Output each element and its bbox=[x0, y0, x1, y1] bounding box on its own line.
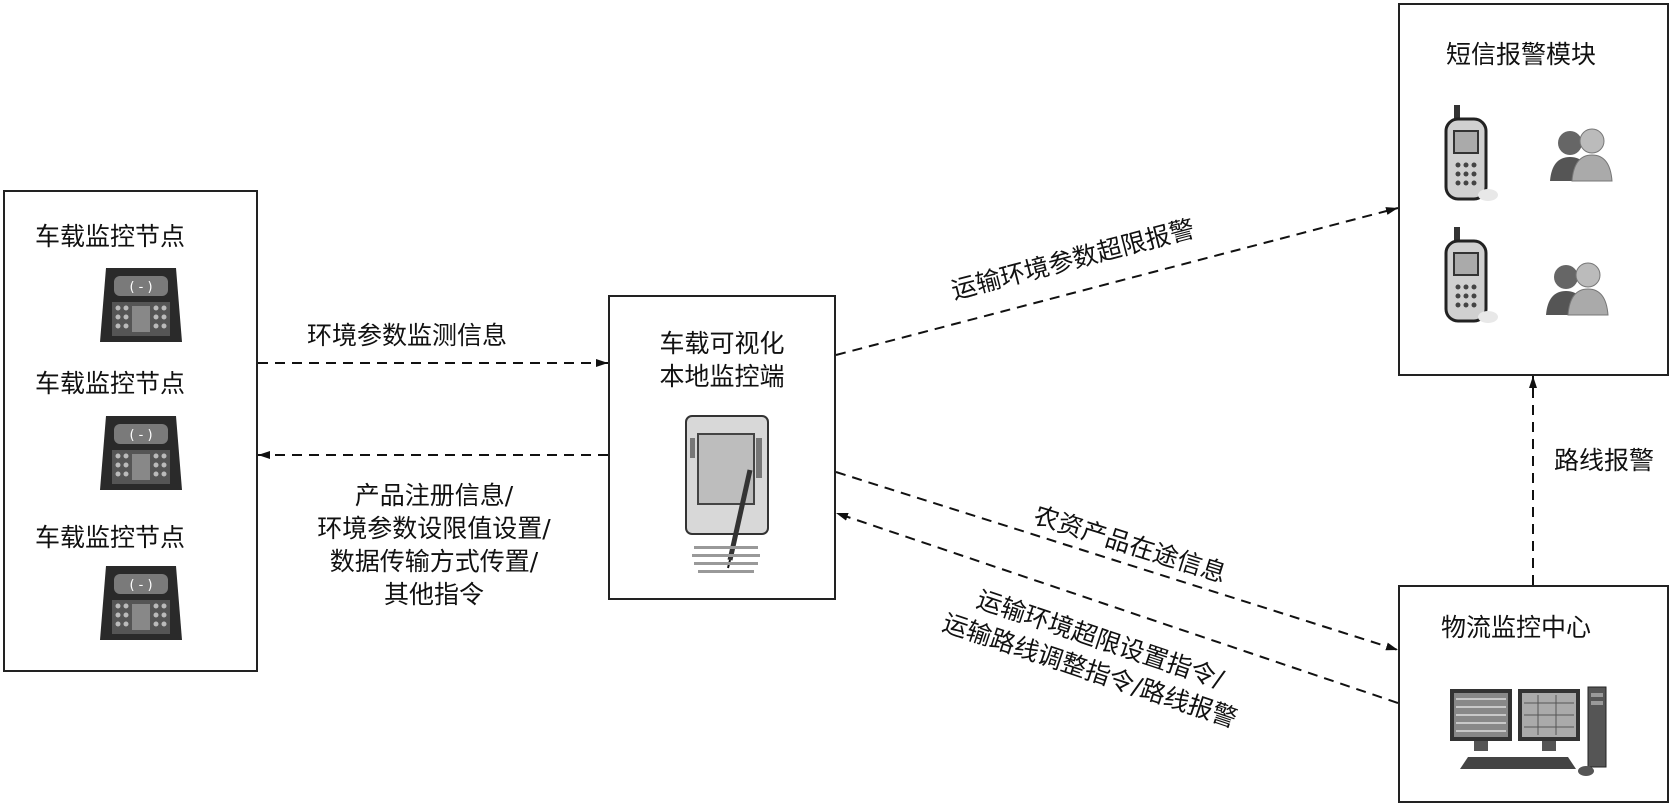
vehicle-node-label-3: 车载监控节点 bbox=[35, 523, 186, 552]
vehicle-node-label-1: 车载监控节点 bbox=[35, 222, 186, 251]
commands-label: 产品注册信息/ 环境参数设限值设置/ 数据传输方式传置/ 其他指令 bbox=[262, 479, 606, 611]
local-terminal-label-line-1: 车载可视化 bbox=[659, 329, 785, 358]
route-alarm-label: 路线报警 bbox=[1554, 446, 1655, 475]
local-terminal-label: 车载可视化 本地监控端 bbox=[610, 327, 834, 393]
arrow-center-to-terminal bbox=[835, 512, 1399, 704]
monitor-node-device-icon: ( - ) bbox=[100, 268, 182, 342]
env-monitor-info-label: 环境参数监测信息 bbox=[307, 321, 508, 350]
monitor-node-device-icon: ( - ) bbox=[100, 416, 182, 490]
people-icon bbox=[1550, 128, 1613, 182]
sms-module-box: 短信报警模块 bbox=[1398, 3, 1669, 376]
mobile-phone-icon bbox=[1444, 227, 1498, 323]
svg-text:( - ): ( - ) bbox=[129, 428, 152, 443]
mobile-phone-icon bbox=[1444, 105, 1498, 201]
commands-label-line-2: 环境参数设限值设置/ bbox=[317, 514, 551, 543]
commands-label-line-4: 其他指令 bbox=[383, 580, 484, 609]
local-terminal-label-line-2: 本地监控端 bbox=[659, 362, 785, 391]
svg-text:( - ): ( - ) bbox=[129, 280, 152, 295]
local-terminal-box: 车载可视化 本地监控端 bbox=[608, 295, 836, 600]
monitor-node-device-icon: ( - ) bbox=[100, 566, 182, 640]
svg-text:( - ): ( - ) bbox=[129, 578, 152, 593]
vehicle-node-label-2: 车载监控节点 bbox=[35, 369, 186, 398]
people-icon bbox=[1546, 262, 1609, 316]
monitoring-workstation-icon bbox=[1450, 686, 1607, 776]
arrow-terminal-to-center bbox=[835, 471, 1399, 651]
sms-module-label: 短信报警模块 bbox=[1446, 40, 1597, 69]
commands-label-line-3: 数据传输方式传置/ bbox=[329, 547, 539, 576]
tablet-pen-icon bbox=[685, 415, 769, 573]
logistics-center-label: 物流监控中心 bbox=[1441, 613, 1592, 642]
logistics-center-box: 物流监控中心 bbox=[1398, 585, 1669, 803]
commands-label-line-1: 产品注册信息/ bbox=[354, 481, 514, 510]
arrow-terminal-to-sms bbox=[835, 207, 1399, 356]
vehicle-nodes-box: 车载监控节点 车载监控节点 车载监控节点 ( - ) ( - ) bbox=[3, 190, 258, 672]
